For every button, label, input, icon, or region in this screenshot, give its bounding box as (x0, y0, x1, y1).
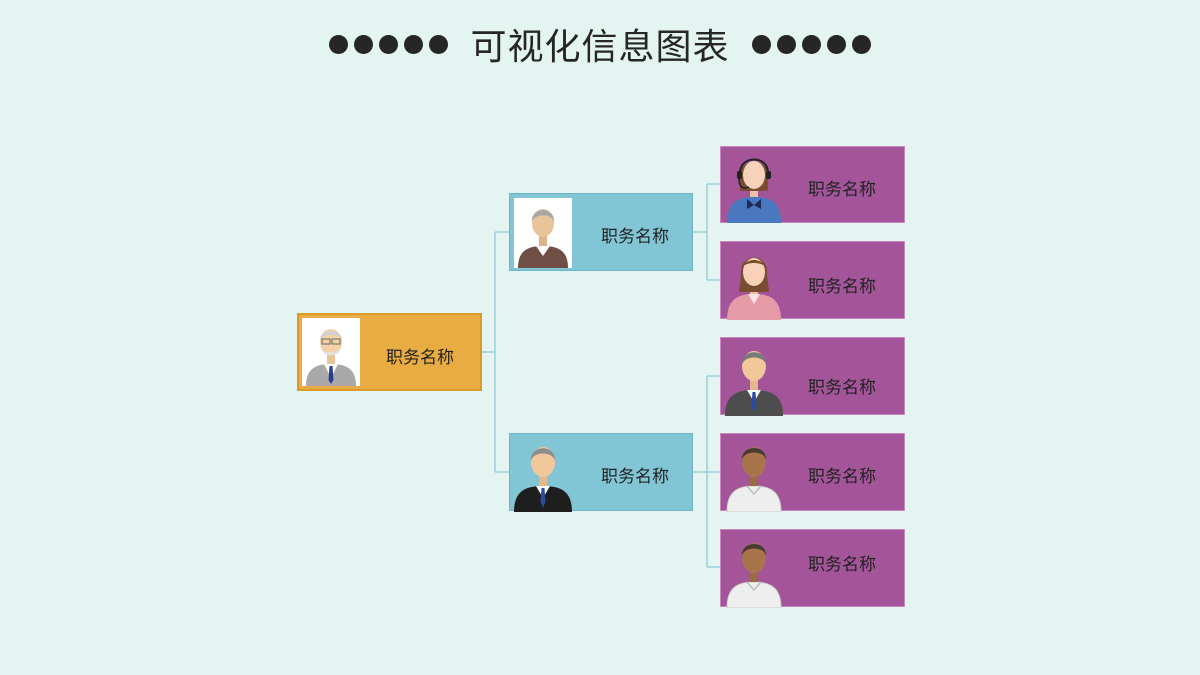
staff-3-title-label: 职务名称 (808, 378, 876, 398)
bullet-dot-icon (329, 34, 349, 54)
bullet-dot-icon (826, 34, 846, 54)
staff-5-title-label: 职务名称 (808, 555, 876, 575)
root-title-label: 职务名称 (386, 348, 454, 368)
headset-woman-blue-avatar-icon (727, 158, 781, 223)
manager-2-title-label: 职务名称 (601, 467, 669, 487)
man-white-shirt-avatar-icon (726, 543, 782, 608)
org-node-staff-4: 职务名称 (720, 433, 905, 512)
org-node-manager-1: 职务名称 (509, 193, 693, 271)
root-photo (302, 318, 360, 386)
title-dots-right (751, 34, 871, 54)
org-node-staff-1: 职务名称 (720, 146, 905, 223)
org-node-staff-2: 职务名称 (720, 241, 905, 320)
staff-1-title-label: 职务名称 (808, 180, 876, 200)
connector-manager-1 (693, 183, 721, 281)
title-dots-left (329, 34, 449, 54)
org-node-manager-2: 职务名称 (509, 433, 693, 512)
title-row: 可视化信息图表 (0, 18, 1200, 70)
org-node-staff-5: 职务名称 (720, 529, 905, 608)
bullet-dot-icon (404, 34, 424, 54)
elderly-man-glasses-avatar-icon (306, 329, 356, 386)
bullet-dot-icon (354, 34, 374, 54)
connector-manager-2 (693, 375, 721, 568)
staff-4-title-label: 职务名称 (808, 467, 876, 487)
bullet-dot-icon (379, 34, 399, 54)
connector-root (482, 231, 509, 473)
gray-hair-man-brown-suit-avatar-icon (518, 209, 568, 268)
org-node-root: 职务名称 (297, 313, 482, 391)
page-title: 可视化信息图表 (470, 27, 730, 68)
bullet-dot-icon (776, 34, 796, 54)
man-white-shirt-avatar-icon (726, 447, 782, 512)
staff-2-title-label: 职务名称 (808, 277, 876, 297)
bullet-dot-icon (429, 34, 449, 54)
woman-pink-blouse-avatar-icon (727, 257, 781, 320)
manager-1-photo (514, 198, 572, 268)
org-node-staff-3: 职务名称 (720, 337, 905, 416)
bullet-dot-icon (851, 34, 871, 54)
man-black-suit-avatar-icon (514, 447, 572, 512)
bullet-dot-icon (751, 34, 771, 54)
bullet-dot-icon (801, 34, 821, 54)
man-gray-suit-avatar-icon (725, 351, 783, 416)
manager-1-title-label: 职务名称 (601, 227, 669, 247)
